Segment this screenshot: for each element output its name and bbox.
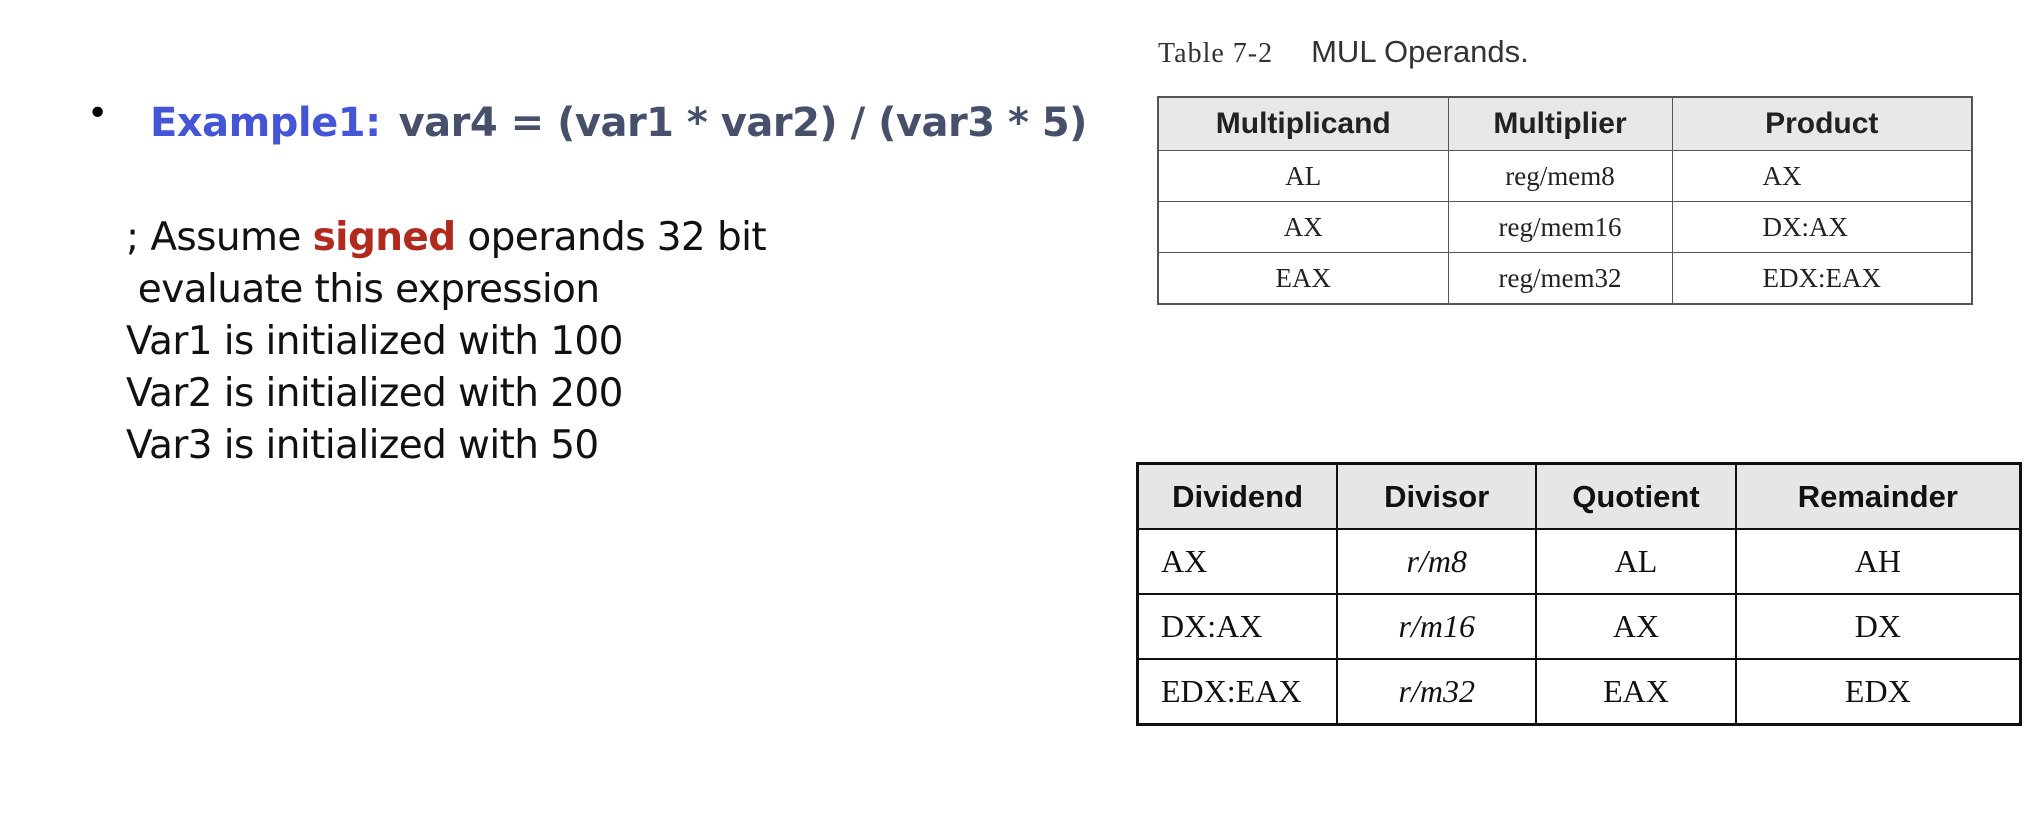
text-line: Var3 is initialized with 50 bbox=[126, 423, 599, 468]
table-header: Multiplicand bbox=[1157, 96, 1449, 151]
table-row: DX:AX r/m16 AX DX bbox=[1136, 593, 2022, 660]
table-cell: AX bbox=[1671, 150, 1973, 202]
mul-table-number: Table 7-2 bbox=[1158, 38, 1274, 69]
table-row: AX r/m8 AL AH bbox=[1136, 528, 2022, 595]
mul-table-caption: Table 7-2 MUL Operands. bbox=[1158, 34, 1529, 70]
assume-suffix: operands 32 bit bbox=[455, 215, 767, 260]
table-cell: EAX bbox=[1157, 252, 1449, 305]
table-cell: AX bbox=[1535, 593, 1737, 660]
text-line: Var1 is initialized with 100 bbox=[126, 319, 623, 364]
table-header: Quotient bbox=[1535, 462, 1737, 530]
example-expression: var4 = (var1 * var2) / (var3 * 5) bbox=[398, 100, 1088, 146]
table-header: Multiplier bbox=[1447, 96, 1673, 151]
div-operands-table: Dividend Divisor Quotient Remainder AX r… bbox=[1136, 462, 2022, 726]
table-cell: r/m16 bbox=[1336, 593, 1538, 660]
table-header-row: Dividend Divisor Quotient Remainder bbox=[1136, 462, 2022, 530]
mul-table-title: MUL Operands. bbox=[1311, 34, 1529, 69]
table-cell: AL bbox=[1157, 150, 1449, 202]
table-cell: DX:AX bbox=[1136, 593, 1339, 660]
table-header: Remainder bbox=[1734, 462, 2022, 530]
table-cell: AH bbox=[1734, 528, 2022, 595]
table-row: EAX reg/mem32 EDX:EAX bbox=[1157, 252, 1973, 305]
table-cell: reg/mem8 bbox=[1447, 150, 1673, 202]
table-cell: EDX:EAX bbox=[1136, 658, 1339, 726]
table-header: Divisor bbox=[1336, 462, 1538, 530]
table-row: EDX:EAX r/m32 EAX EDX bbox=[1136, 658, 2022, 726]
example-heading: Example1: var4 = (var1 * var2) / (var3 * … bbox=[150, 100, 1087, 146]
table-cell: AX bbox=[1136, 528, 1339, 595]
table-row: AL reg/mem8 AX bbox=[1157, 150, 1973, 202]
table-cell: r/m8 bbox=[1336, 528, 1538, 595]
table-header: Dividend bbox=[1136, 462, 1339, 530]
table-cell: AL bbox=[1535, 528, 1737, 595]
assume-prefix: ; Assume bbox=[126, 215, 313, 260]
table-cell: reg/mem16 bbox=[1447, 201, 1673, 253]
table-cell: EDX bbox=[1734, 658, 2022, 726]
example-label: Example1: bbox=[150, 100, 381, 146]
table-cell: AX bbox=[1157, 201, 1449, 253]
table-row: AX reg/mem16 DX:AX bbox=[1157, 201, 1973, 253]
table-cell: DX:AX bbox=[1671, 201, 1973, 253]
table-cell: EDX:EAX bbox=[1671, 252, 1973, 305]
mul-operands-table: Multiplicand Multiplier Product AL reg/m… bbox=[1157, 96, 1973, 305]
text-line: evaluate this expression bbox=[126, 267, 600, 312]
bullet-icon: • bbox=[87, 93, 109, 134]
text-line: Var2 is initialized with 200 bbox=[126, 371, 623, 416]
table-cell: reg/mem32 bbox=[1447, 252, 1673, 305]
table-header: Product bbox=[1671, 96, 1973, 151]
table-cell: DX bbox=[1734, 593, 2022, 660]
assume-line: ; Assume signed operands 32 bit bbox=[126, 212, 767, 264]
table-cell: r/m32 bbox=[1336, 658, 1538, 726]
table-header-row: Multiplicand Multiplier Product bbox=[1157, 96, 1973, 151]
table-cell: EAX bbox=[1535, 658, 1737, 726]
assume-highlight: signed bbox=[312, 215, 457, 260]
